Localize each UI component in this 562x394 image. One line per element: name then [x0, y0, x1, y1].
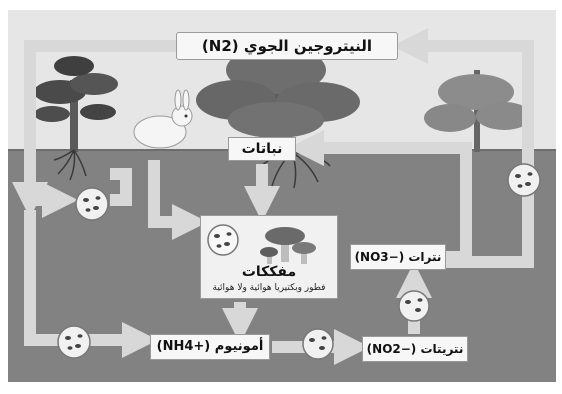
decomposers-box — [200, 215, 338, 299]
arrow-denitrification — [392, 28, 534, 268]
decomposers-detail-label: فطور وبكتيريا هوائية ولا هوائية — [212, 283, 326, 293]
plant-shrub-center-icon — [196, 46, 360, 152]
plant-shrub-right-icon — [424, 70, 532, 152]
bacteria-decomposer-icon — [207, 224, 239, 256]
rabbit-icon — [133, 89, 193, 149]
plants-label: نباتات — [228, 137, 296, 161]
ammonium-text: أمونيوم — [214, 339, 264, 354]
nitrates-label: نترات (NO3−) — [350, 244, 446, 270]
decomposers-artwork — [207, 224, 316, 264]
nitrites-text: نتريتات — [420, 342, 464, 356]
decomposers-label: مفككات — [241, 264, 297, 280]
arrow-left-to-ammonium — [24, 210, 158, 358]
ammonium-label: أمونيوم (NH4+) — [150, 334, 270, 360]
atmospheric-nitrogen-text: النيتروجين الجوي — [243, 37, 373, 55]
bacteria-denitrifying-icon — [507, 163, 541, 197]
atmospheric-nitrogen-label: النيتروجين الجوي (N2) — [176, 32, 398, 60]
nitrates-formula: (NO3−) — [354, 250, 405, 264]
bacteria-nitrate-icon — [398, 290, 430, 322]
arrow-n2-to-left — [12, 40, 176, 218]
ammonium-formula: (NH4+) — [156, 339, 211, 354]
nitrites-label: نتريتات (NO2−) — [362, 336, 468, 362]
atmospheric-nitrogen-formula: (N2) — [201, 37, 239, 55]
bacteria-root-nodule-icon — [75, 187, 109, 221]
arrow-root-nodule-loop — [110, 168, 132, 206]
bacteria-fixing-icon — [57, 325, 91, 359]
bacteria-nitrifying-icon — [302, 328, 334, 360]
nitrates-text: نترات — [408, 250, 442, 264]
plant-roots-left-icon — [53, 149, 87, 181]
cycle-arrows — [12, 28, 534, 365]
plant-tree-left-icon — [34, 56, 118, 152]
arrow-animals-to-decomposers — [148, 160, 208, 240]
mushroom-icon — [260, 227, 316, 264]
nitrites-formula: (NO2−) — [366, 342, 417, 356]
